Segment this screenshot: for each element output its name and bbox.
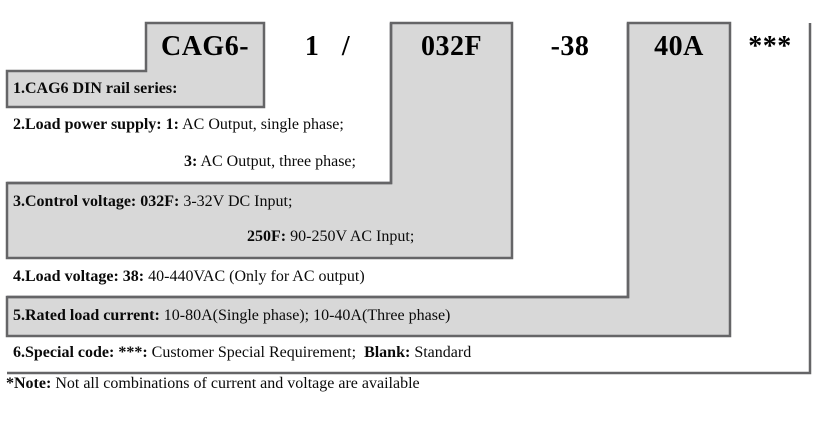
legend-text: AC Output, three phase; bbox=[197, 153, 356, 170]
legend-text: Customer Special Requirement; bbox=[147, 344, 365, 361]
part-segment-control-voltage: 032F bbox=[420, 31, 483, 62]
legend-text: 1.CAG6 DIN rail series: bbox=[13, 80, 178, 97]
note-label: *Note: bbox=[6, 375, 52, 392]
legend-row-load-power-line-1: 2.Load power supply: 1: AC Output, singl… bbox=[13, 115, 344, 135]
legend-text: 40-440VAC (Only for AC output) bbox=[144, 268, 365, 285]
legend-row-special-code: 6.Special code: ***: Customer Special Re… bbox=[13, 343, 471, 363]
region-load-voltage-border bbox=[7, 23, 630, 299]
legend-text: 3: bbox=[184, 153, 198, 170]
region-series-box bbox=[5, 21, 266, 109]
legend-row-control-voltage-line-1: 3.Control voltage: 032F: 3-32V DC Input; bbox=[13, 192, 292, 212]
legend-text: Standard bbox=[410, 344, 472, 361]
legend-row-control-voltage-line-2: 250F: 90-250V AC Input; bbox=[247, 227, 414, 247]
region-load-power-border bbox=[7, 23, 393, 185]
legend-text: 3-32V DC Input; bbox=[179, 193, 293, 210]
legend-text: 10-80A(Single phase); 10-40A(Three phase… bbox=[159, 307, 451, 324]
legend-row-series: 1.CAG6 DIN rail series: bbox=[13, 79, 177, 99]
part-segment-series: CAG6- bbox=[160, 31, 250, 62]
part-segment-load-voltage: -38 bbox=[550, 31, 590, 62]
note-text: *Note: Not all combinations of current a… bbox=[6, 374, 420, 394]
region-special-code-border bbox=[7, 23, 812, 375]
legend-row-load-power-line-2: 3: AC Output, three phase; bbox=[184, 152, 356, 172]
part-segment-load-power-supply: 1 / bbox=[304, 31, 351, 62]
legend-text: AC Output, single phase; bbox=[178, 116, 344, 133]
note-body: Not all combinations of current and volt… bbox=[51, 375, 420, 392]
legend-text: 2.Load power supply: 1: bbox=[13, 116, 179, 133]
legend-row-rated-current: 5.Rated load current: 10-80A(Single phas… bbox=[13, 306, 450, 326]
legend-text: 3.Control voltage: 032F: bbox=[13, 193, 180, 210]
legend-text: 4.Load voltage: 38: bbox=[13, 268, 145, 285]
legend-text: 90-250V AC Input; bbox=[286, 228, 415, 245]
legend-text: 6.Special code: ***: bbox=[13, 344, 148, 361]
legend-text: 5.Rated load current: bbox=[13, 307, 160, 324]
legend-row-load-voltage: 4.Load voltage: 38: 40-440VAC (Only for … bbox=[13, 267, 365, 287]
part-segment-rated-current: 40A bbox=[654, 31, 704, 62]
legend-text: Blank: bbox=[364, 344, 411, 361]
part-segment-special-code: *** bbox=[748, 31, 792, 62]
legend-text: 250F: bbox=[247, 228, 287, 245]
